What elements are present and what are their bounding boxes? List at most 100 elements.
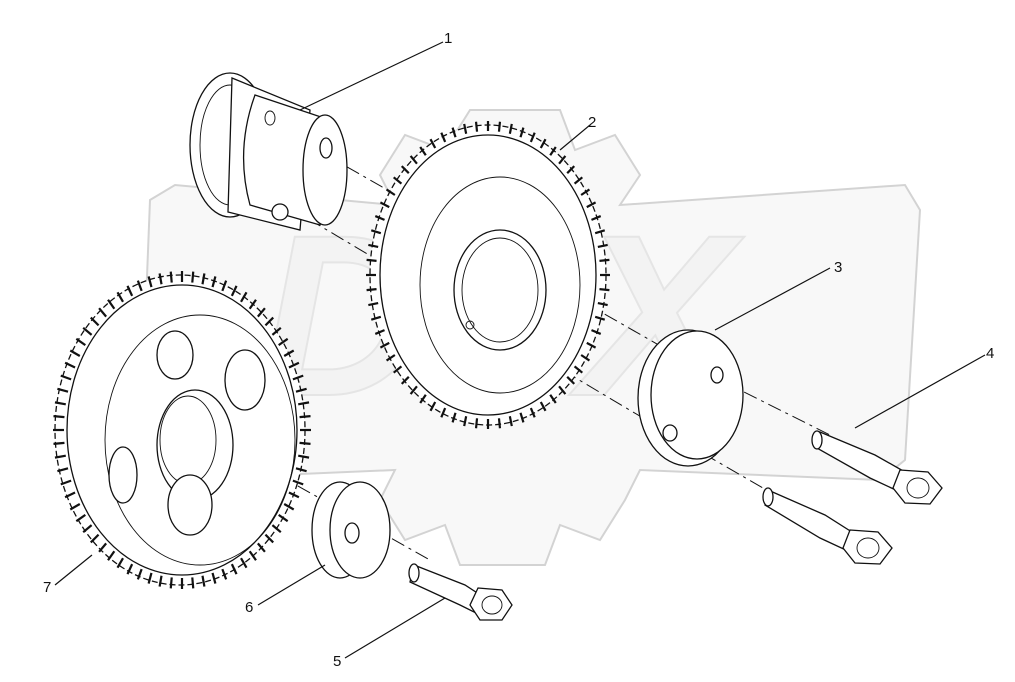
- gear-tooth: [599, 288, 610, 292]
- gear-tooth: [566, 376, 576, 385]
- callout-4: 4: [986, 345, 994, 362]
- gear-tooth: [107, 299, 116, 310]
- part-6-washer: [311, 481, 391, 579]
- gear-tooth: [497, 121, 502, 132]
- callout-3: 3: [834, 259, 842, 276]
- gear-tooth: [440, 132, 447, 143]
- callout-6: 6: [245, 599, 253, 616]
- gear-tooth: [440, 407, 447, 418]
- gear-tooth: [539, 401, 547, 412]
- gear-tooth: [298, 401, 310, 406]
- gear-tooth: [374, 215, 385, 221]
- gear-tooth: [158, 575, 163, 587]
- part-7-gear: [53, 271, 311, 589]
- gear-tooth: [169, 271, 173, 283]
- gear-tooth: [292, 479, 304, 486]
- gear-tooth: [107, 550, 116, 561]
- gear-tooth: [586, 201, 597, 209]
- gear-tooth: [409, 155, 418, 165]
- gear-tooth: [69, 349, 81, 357]
- gear-tooth: [419, 394, 427, 404]
- gear-tooth: [75, 513, 86, 523]
- gear-tooth: [116, 557, 124, 569]
- gear-tooth: [126, 285, 134, 297]
- gear-tooth: [271, 524, 282, 534]
- gear-tooth: [54, 454, 66, 459]
- gear-tooth: [264, 316, 274, 327]
- gear-tooth: [221, 280, 228, 292]
- gear-tooth: [599, 258, 610, 262]
- gear-tooth: [191, 271, 195, 283]
- gear-tooth: [586, 341, 597, 349]
- gear-tooth: [169, 577, 173, 589]
- gear-tooth: [64, 491, 76, 499]
- gear-tooth: [385, 188, 396, 196]
- gear-tooth: [82, 524, 93, 534]
- callout-7: 7: [43, 579, 51, 596]
- gear-tooth: [549, 394, 557, 404]
- gear-tooth: [573, 176, 584, 185]
- gear-tooth: [463, 123, 468, 134]
- gear-tooth: [278, 513, 289, 523]
- gear-tooth: [264, 533, 274, 544]
- part-3-plate: [637, 329, 744, 467]
- gear-tooth: [90, 316, 100, 327]
- gear-tooth: [299, 441, 311, 445]
- gear-tooth: [429, 401, 437, 412]
- gear-tooth: [57, 467, 69, 473]
- gear-tooth: [379, 341, 390, 349]
- gear-tooth: [60, 479, 72, 486]
- gear-tooth: [191, 577, 195, 589]
- gear-tooth: [368, 302, 379, 307]
- gear-tooth: [597, 302, 608, 307]
- gear-tooth: [136, 568, 143, 580]
- gear-tooth: [379, 201, 390, 209]
- gear-tooth: [566, 165, 576, 174]
- part-2-gear: [366, 121, 610, 429]
- gear-tooth: [508, 123, 513, 134]
- gear-tooth: [385, 354, 396, 362]
- gear-tooth: [366, 258, 377, 262]
- gear-tooth: [82, 326, 93, 336]
- gear-tooth: [594, 315, 606, 321]
- gear-tooth: [230, 563, 238, 575]
- callout-2: 2: [588, 114, 596, 131]
- gear-tooth: [98, 542, 107, 553]
- callouts: 1 2 3 4 5 6 7: [43, 30, 994, 670]
- gear-tooth: [90, 533, 100, 544]
- gear-tooth: [288, 491, 300, 499]
- gear-tooth: [368, 243, 379, 248]
- gear-tooth: [497, 418, 502, 429]
- gear-tooth: [474, 418, 479, 429]
- gear-tooth: [549, 146, 557, 156]
- gear-tooth: [248, 550, 257, 561]
- gear-tooth: [580, 354, 591, 362]
- gear-tooth: [519, 127, 525, 138]
- gear-tooth: [292, 374, 304, 381]
- gear-tooth: [392, 365, 403, 374]
- gear-tooth: [240, 291, 248, 303]
- gear-tooth: [451, 127, 457, 138]
- gear-tooth: [271, 326, 282, 336]
- gear-tooth: [370, 229, 382, 235]
- callout-5: 5: [333, 653, 341, 670]
- gear-tooth: [591, 215, 602, 221]
- gear-tooth: [295, 387, 307, 393]
- gear-tooth: [558, 155, 567, 165]
- gear-tooth: [221, 568, 228, 580]
- gear-tooth: [539, 138, 547, 149]
- gear-tooth: [594, 229, 606, 235]
- gear-tooth: [295, 467, 307, 473]
- gear-tooth: [53, 441, 65, 445]
- gear-tooth: [60, 374, 72, 381]
- part-4-bolts: [762, 430, 943, 565]
- part-5-bolt: [408, 563, 513, 621]
- gear-tooth: [580, 188, 591, 196]
- gear-tooth: [75, 337, 86, 347]
- gear-tooth: [299, 415, 311, 419]
- gear-tooth: [53, 415, 65, 419]
- gear-tooth: [409, 385, 418, 395]
- gear-tooth: [201, 273, 206, 285]
- gear-tooth: [257, 307, 266, 318]
